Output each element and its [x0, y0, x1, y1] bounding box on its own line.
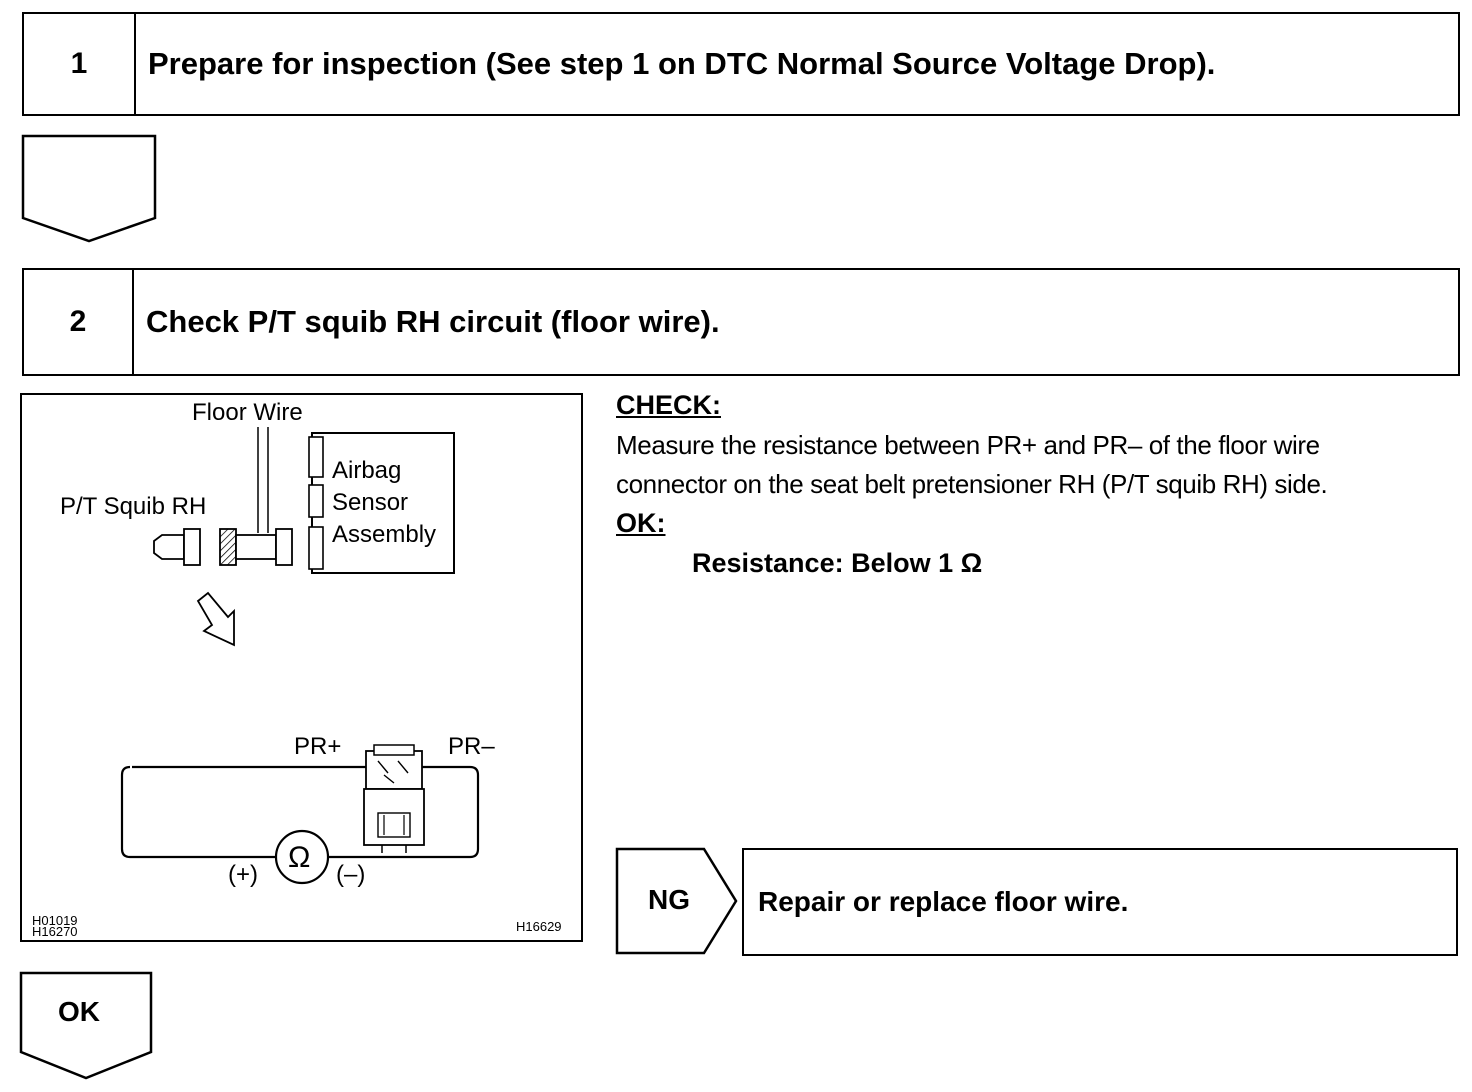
down-arrow-icon: [21, 134, 157, 243]
figure-code-left-2: H16270: [32, 924, 78, 939]
ng-label: NG: [648, 884, 690, 915]
sensor-label-line-1: Airbag: [332, 457, 402, 484]
check-line-2: connector on the seat belt pretensioner …: [616, 469, 1328, 499]
pr-minus-label: PR–: [448, 733, 495, 760]
step-2-title: Check P/T squib RH circuit (floor wire).: [146, 304, 720, 339]
ng-action-box: Repair or replace floor wire.: [742, 848, 1458, 956]
check-heading: CHECK:: [616, 390, 721, 420]
resistance-spec: Resistance: Below 1 Ω: [692, 548, 983, 578]
connector-diagram: Floor Wire P/T Squib RH Airbag Sensor As…: [20, 393, 583, 942]
step-2-number: 2: [24, 270, 134, 374]
step-1-title: Prepare for inspection (See step 1 on DT…: [148, 46, 1216, 81]
meter-minus-label: (–): [336, 861, 366, 888]
meter-plus-label: (+): [228, 861, 258, 888]
ok-arrow-icon: [19, 971, 153, 1080]
sensor-label-line-3: Assembly: [332, 521, 437, 548]
ok-label: OK: [58, 996, 100, 1027]
figure-code-right: H16629: [516, 919, 562, 934]
step-1-box: 1 Prepare for inspection (See step 1 on …: [22, 12, 1460, 116]
floor-wire-label: Floor Wire: [192, 399, 303, 426]
step-2-box: 2 Check P/T squib RH circuit (floor wire…: [22, 268, 1460, 376]
squib-label: P/T Squib RH: [60, 493, 207, 520]
ng-action-text: Repair or replace floor wire.: [758, 886, 1129, 917]
sensor-label-line-2: Sensor: [332, 489, 409, 516]
figure-code-left-1: H01019: [32, 913, 78, 928]
ohm-symbol: Ω: [288, 841, 311, 874]
step-1-number: 1: [24, 14, 136, 114]
check-line-1: Measure the resistance between PR+ and P…: [616, 430, 1320, 460]
pr-plus-label: PR+: [294, 733, 342, 760]
wiring-illustration: [120, 427, 480, 885]
ng-arrow-icon: [615, 847, 738, 955]
ok-spec-heading: OK:: [616, 508, 666, 538]
